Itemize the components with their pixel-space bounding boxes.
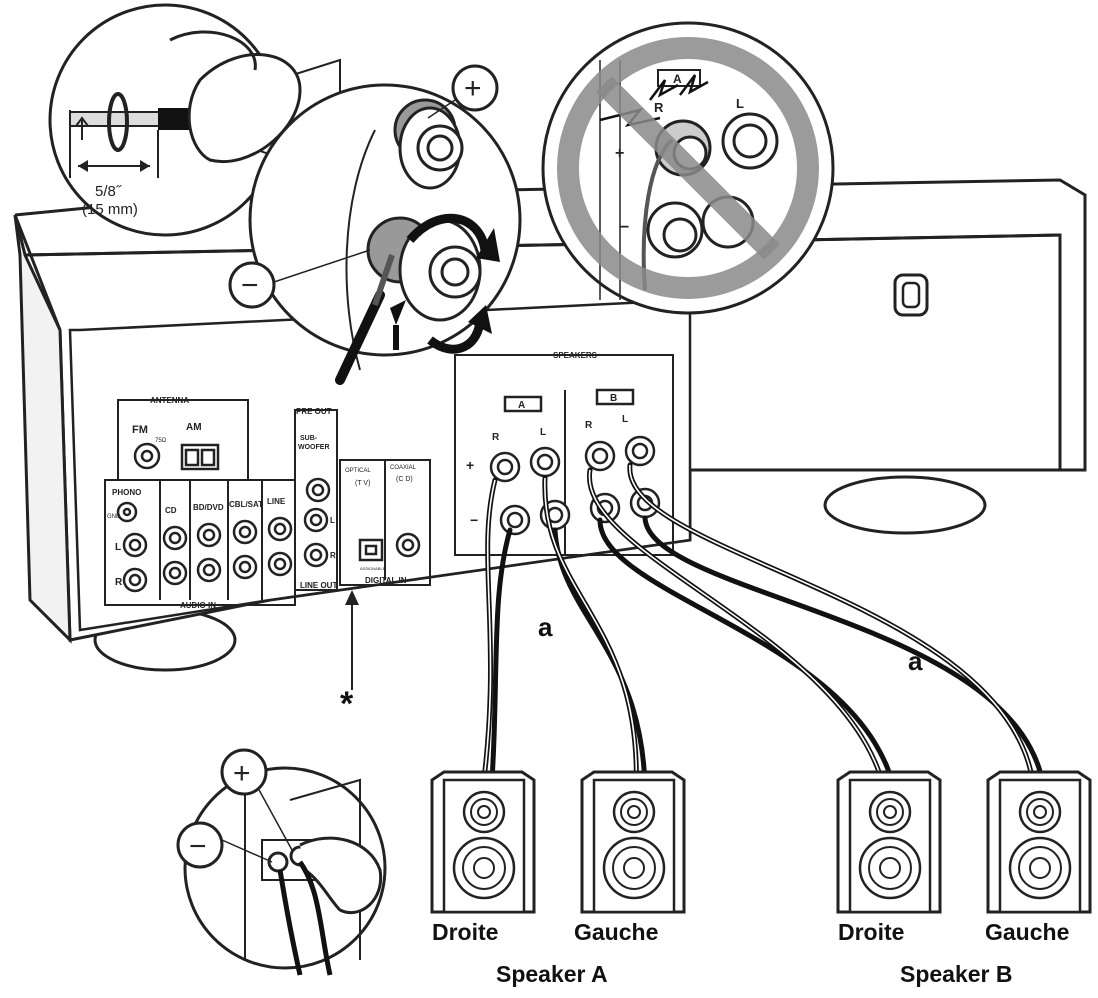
lineout-l-label: L	[330, 516, 335, 525]
spk-b-r-label: R	[585, 420, 593, 431]
wrong-l-label: L	[736, 96, 744, 111]
spk-b-l-label: L	[622, 414, 628, 425]
subwoofer-asterisk: *	[340, 685, 354, 723]
speakers-layer	[430, 770, 1092, 914]
turn-arrow-top-icon	[476, 228, 500, 262]
terminal-plus: +	[464, 72, 482, 105]
fm-label: FM	[132, 424, 148, 436]
group-label-speaker-a: Speaker A	[496, 961, 608, 987]
digital-in-label: DIGITAL IN	[365, 576, 407, 585]
speaker-label-4: Gauche	[985, 919, 1069, 945]
lineout-r-label: R	[330, 551, 336, 560]
spk-minus-label: −	[470, 512, 478, 528]
line-label: LINE	[267, 497, 286, 506]
group-label-speaker-b: Speaker B	[900, 961, 1013, 987]
receiver-chassis	[13, 178, 1087, 672]
misc-ports	[180, 443, 384, 562]
strip-measure-in: 5/8˝	[95, 183, 122, 200]
speakers-label: SPEAKERS	[553, 351, 598, 360]
speaker-cabinet-2	[580, 770, 686, 914]
wrong-tag: A	[673, 72, 682, 86]
phono-label: PHONO	[112, 488, 141, 497]
speaker-terminal-inset: + −	[176, 748, 387, 976]
wrong-r-label: R	[654, 100, 664, 115]
hand-shape	[299, 836, 383, 915]
spk-a-l-label: L	[540, 427, 546, 438]
spk-b-tag: B	[610, 393, 617, 404]
cable-inner-white	[479, 464, 1036, 811]
audio-l-label: L	[115, 542, 121, 553]
am-label: AM	[186, 422, 202, 433]
line-out-label: LINE OUT	[300, 581, 337, 590]
speaker-labels: Droite Gauche Droite Gauche Speaker A Sp…	[432, 919, 1069, 987]
annotations: a a *	[340, 590, 923, 723]
spk-plus-label: +	[466, 457, 474, 473]
spk-a-tag: A	[518, 400, 525, 411]
optical-label: OPTICAL	[345, 468, 371, 474]
incorrect-connection-detail: A R L + −	[541, 21, 835, 315]
wrong-minus: −	[620, 219, 629, 236]
inset-minus: −	[189, 830, 207, 863]
turn-arrow-bottom-icon	[468, 305, 492, 334]
terminal-minus: −	[241, 269, 259, 302]
speaker-label-1: Droite	[432, 919, 498, 945]
audio-r-label: R	[115, 577, 123, 588]
terminal-tightening-detail: + −	[228, 64, 522, 385]
assignable-label: ASSIGNABLE	[360, 566, 386, 571]
inset-plus: +	[233, 757, 251, 790]
cable-label-a-1: a	[538, 612, 553, 642]
sub-label-2: WOOFER	[298, 444, 330, 451]
prohibited-ring-icon	[557, 37, 819, 299]
audio-in-label: AUDIO IN	[180, 601, 216, 610]
spk-a-r-label: R	[492, 432, 500, 443]
speaker-cabinet-1	[430, 770, 536, 914]
strip-measure-mm: (15 mm)	[82, 201, 138, 218]
ohm-label: 75Ω	[155, 438, 167, 444]
bddvd-label: BD/DVD	[193, 503, 224, 512]
cable-label-a-2: a	[908, 646, 923, 676]
rear-panel-labels: ANTENNA FM 75Ω AM PHONO GND CD BD/DVD CB…	[107, 351, 628, 610]
cd-label: CD	[165, 506, 177, 515]
rear-panel	[104, 354, 674, 606]
insert-arrow-icon	[390, 300, 406, 325]
pre-out-block	[294, 409, 338, 591]
antenna-label: ANTENNA	[150, 396, 189, 405]
speaker-label-2: Gauche	[574, 919, 658, 945]
gnd-label: GND	[107, 514, 121, 520]
tv-label: (T V)	[355, 480, 370, 487]
plus-symbol-circle	[451, 64, 499, 112]
coax-cd-label: (C D)	[396, 476, 413, 483]
sub-label-1: SUB-	[300, 435, 318, 442]
spark-icon-3	[679, 74, 709, 96]
rca-jacks	[116, 442, 421, 593]
pre-out-label: PRE OUT	[296, 407, 332, 416]
speaker-cabinet-3	[836, 770, 942, 914]
prohibited-slash-icon	[596, 76, 780, 260]
spark-icon-2	[649, 79, 679, 101]
speaker-label-3: Droite	[838, 919, 904, 945]
minus-symbol-circle	[228, 261, 276, 309]
cblsat-label: CBL/SAT	[229, 500, 263, 509]
coaxial-label: COAXIAL	[390, 465, 417, 471]
speaker-cabinet-4	[986, 770, 1092, 914]
wrong-plus: +	[615, 145, 624, 162]
